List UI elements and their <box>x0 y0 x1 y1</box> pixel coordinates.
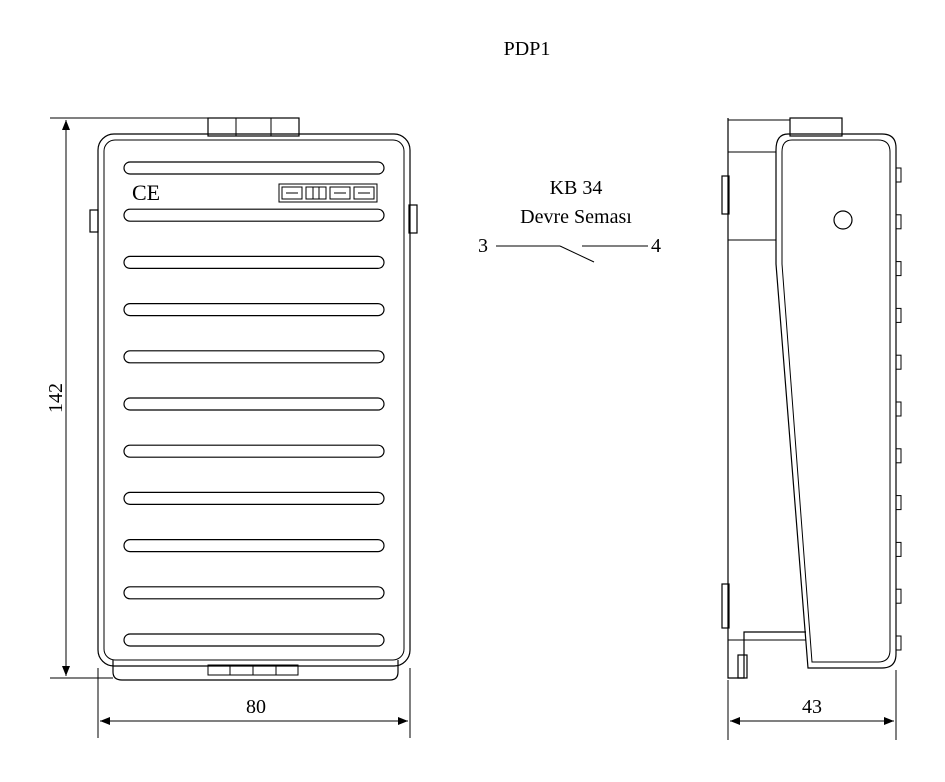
side-rear-clip-top <box>721 175 730 215</box>
side-housing <box>775 133 897 669</box>
side-slot-end <box>895 261 902 277</box>
ventilation-slot <box>123 444 385 458</box>
side-slot-end <box>895 354 902 370</box>
side-slot-end <box>895 401 902 417</box>
front-dimensions: 142 80 <box>45 117 411 738</box>
ventilation-slot <box>123 397 385 411</box>
side-slot-end <box>895 495 902 511</box>
front-housing <box>97 133 411 667</box>
ventilation-slots <box>123 161 385 647</box>
base-plate <box>112 660 399 681</box>
width-dimension: 80 <box>246 696 266 718</box>
side-slot-end <box>895 448 902 464</box>
left-clip <box>89 209 99 233</box>
height-dimension: 142 <box>45 383 67 413</box>
circuit-caption: Devre Seması <box>520 206 632 228</box>
side-slot-end <box>895 588 902 604</box>
side-slot-end <box>895 214 902 230</box>
drawing-title: PDP1 <box>504 38 551 60</box>
terminal-3-label: 3 <box>478 235 488 257</box>
switch-contact <box>559 245 595 263</box>
side-slot-ends <box>895 167 902 651</box>
side-slot-end <box>895 541 902 557</box>
brand-logo: emas <box>278 183 378 203</box>
side-view <box>721 117 902 679</box>
ventilation-slot <box>123 586 385 600</box>
side-slot-end <box>895 307 902 323</box>
depth-dimension: 43 <box>802 696 822 718</box>
circuit-name: KB 34 <box>550 177 603 199</box>
rear-bracket <box>727 118 806 679</box>
side-rear-clip-bottom <box>721 583 730 629</box>
ventilation-slot <box>123 303 385 317</box>
front-view: CE emas <box>89 117 418 681</box>
ventilation-slot <box>123 633 385 647</box>
ventilation-slot <box>123 208 385 222</box>
side-top-connector <box>789 117 843 137</box>
front-housing-inner <box>103 139 405 661</box>
ventilation-slot <box>123 161 385 175</box>
circuit-diagram: KB 34 Devre Seması 3 4 <box>478 177 661 263</box>
ventilation-slot <box>123 255 385 269</box>
side-foot <box>737 654 748 679</box>
right-clip <box>408 204 418 234</box>
side-slot-end <box>895 635 902 651</box>
top-connector <box>207 117 300 137</box>
terminal-4-label: 4 <box>651 235 661 257</box>
ventilation-slot <box>123 350 385 364</box>
indicator-hole <box>833 210 853 230</box>
ventilation-slot <box>123 538 385 553</box>
side-dimensions: 43 <box>727 670 897 740</box>
side-slot-end <box>895 167 902 183</box>
ventilation-slot <box>123 491 385 505</box>
side-housing-inner <box>781 139 891 663</box>
bottom-connector <box>207 664 299 676</box>
ce-mark: CE <box>132 180 160 205</box>
